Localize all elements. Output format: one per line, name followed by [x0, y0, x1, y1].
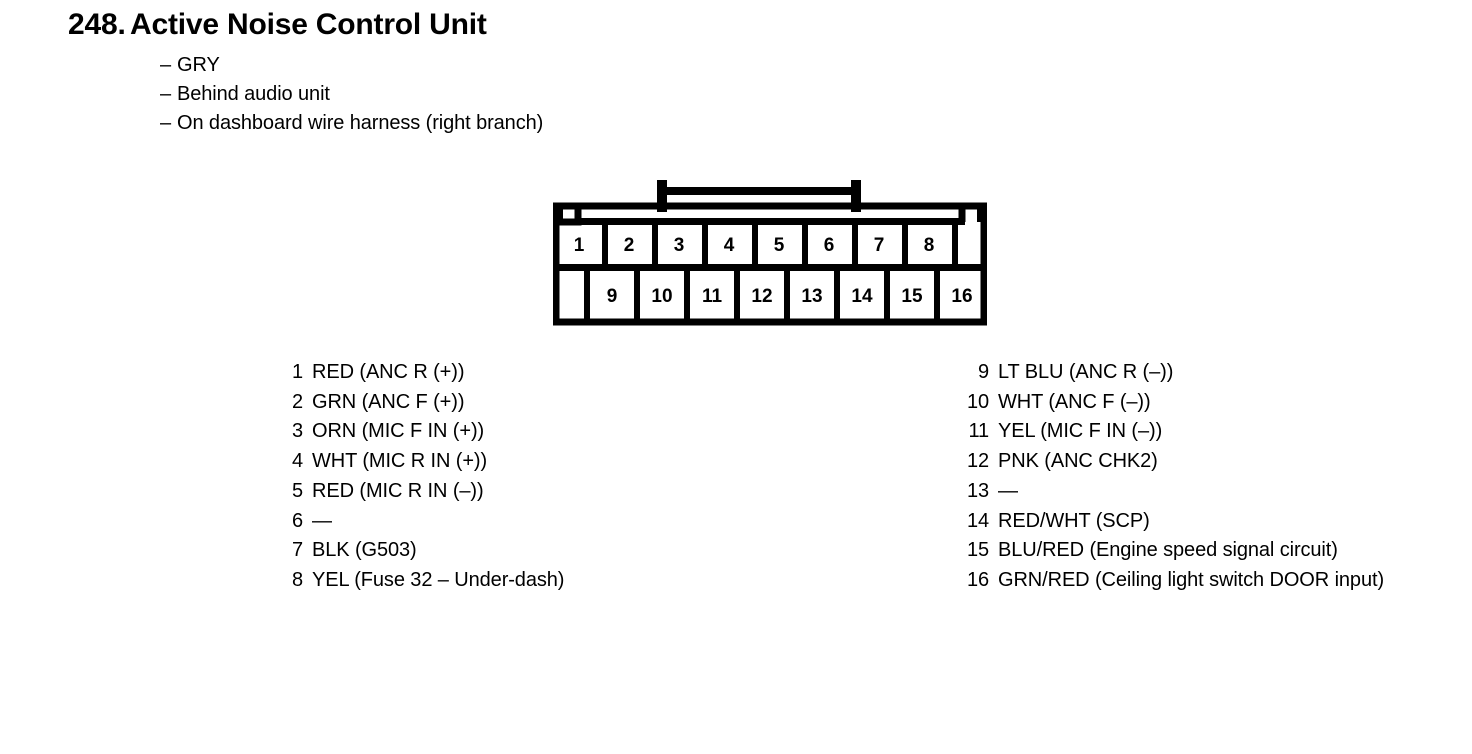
- bottom-row-dividers: [584, 268, 940, 319]
- pin-legend-left-column: 1 RED (ANC R (+)) 2 GRN (ANC F (+)) 3 OR…: [277, 358, 564, 596]
- pin-description: YEL (MIC F IN (–)): [998, 420, 1163, 443]
- pin-description: —: [312, 509, 332, 532]
- pin-description: LT BLU (ANC R (–)): [998, 361, 1174, 383]
- pin-number: 6: [291, 509, 303, 532]
- pin-legend-row: 14 RED/WHT (SCP): [963, 507, 1384, 537]
- row-divider: [556, 264, 984, 271]
- pin-description: RED (MIC R IN (–)): [312, 479, 484, 502]
- top-row-pin-numbers: 1 2 3 4 5 6 7 8: [574, 235, 935, 256]
- pin-number: 14: [966, 509, 989, 532]
- pin-number: 8: [291, 568, 303, 591]
- subtitle-text: Behind audio unit: [177, 83, 330, 105]
- heading-block: 248.Active Noise Control Unit –GRY –Behi…: [68, 6, 968, 138]
- pin-legend-row: 10 WHT (ANC F (–)): [963, 388, 1384, 418]
- pin-description: ORN (MIC F IN (+)): [312, 420, 485, 443]
- connector-svg: 1 2 3 4 5 6 7 8 9 10 11 12 13 14 15 16: [553, 180, 987, 326]
- pin-number: 7: [291, 539, 303, 562]
- connector-pin-2: 2: [624, 235, 635, 256]
- pin-description: WHT (MIC R IN (+)): [312, 450, 488, 473]
- latch-post-left: [657, 180, 667, 212]
- pin-description: GRN/RED (Ceiling light switch DOOR input…: [998, 568, 1384, 591]
- pin-legend-row: 9 LT BLU (ANC R (–)): [963, 358, 1384, 388]
- pin-legend-row: 5 RED (MIC R IN (–)): [277, 477, 564, 507]
- pin-legend-row: 1 RED (ANC R (+)): [277, 358, 564, 388]
- connector-pin-16: 16: [951, 286, 972, 307]
- connector-pin-1: 1: [574, 235, 585, 256]
- pin-legend-right-column: 9 LT BLU (ANC R (–)) 10 WHT (ANC F (–)) …: [963, 358, 1384, 596]
- pin-legend-row: 11 YEL (MIC F IN (–)): [963, 417, 1384, 447]
- pin-description: RED (ANC R (+)): [312, 361, 465, 383]
- top-row-dividers: [602, 221, 958, 267]
- pin-number: 1: [291, 361, 303, 383]
- pin-legend-row: 2 GRN (ANC F (+)): [277, 388, 564, 418]
- pin-legend-row: 12 PNK (ANC CHK2): [963, 447, 1384, 477]
- pin-description: —: [998, 479, 1018, 502]
- pin-description: RED/WHT (SCP): [998, 509, 1150, 532]
- connector-pin-7: 7: [874, 235, 885, 256]
- connector-pin-15: 15: [901, 286, 923, 307]
- pin-number: 13: [966, 479, 989, 502]
- connector-pin-12: 12: [751, 286, 772, 307]
- connector-pin-8: 8: [924, 235, 935, 256]
- notch-right-outline: [958, 202, 984, 222]
- subtitle-text: On dashboard wire harness (right branch): [177, 112, 544, 134]
- pin-legend-row: 13 —: [963, 477, 1384, 507]
- connector-pin-10: 10: [651, 286, 672, 307]
- pin-number: 3: [291, 420, 303, 443]
- subtitle-item: –Behind audio unit: [160, 80, 968, 109]
- page-title-number: 248.: [68, 8, 126, 41]
- pin-description: BLU/RED (Engine speed signal circuit): [998, 539, 1338, 562]
- pin-legend-row: 6 —: [277, 507, 564, 537]
- page-title-text: Active Noise Control Unit: [130, 8, 487, 41]
- subtitle-dash: –: [160, 83, 172, 105]
- pin-legend-row: 7 BLK (G503): [277, 536, 564, 566]
- pin-legend-row: 16 GRN/RED (Ceiling light switch DOOR in…: [963, 566, 1384, 596]
- bottom-row-pin-numbers: 9 10 11 12 13 14 15 16: [607, 286, 973, 307]
- page-title: 248.Active Noise Control Unit: [68, 6, 968, 44]
- connector-pin-4: 4: [724, 235, 735, 256]
- connector-diagram: 1 2 3 4 5 6 7 8 9 10 11 12 13 14 15 16: [553, 176, 987, 328]
- connector-outline: [553, 180, 987, 326]
- subtitle-item: –GRY: [160, 51, 968, 80]
- subtitle-list: –GRY –Behind audio unit –On dashboard wi…: [160, 51, 968, 138]
- connector-pin-14: 14: [851, 286, 873, 307]
- pin-number: 12: [966, 450, 989, 473]
- pin-description: WHT (ANC F (–)): [998, 390, 1151, 413]
- pin-number: 15: [966, 539, 989, 562]
- pin-description: YEL (Fuse 32 – Under-dash): [312, 568, 565, 591]
- latch-crossbar: [657, 187, 861, 195]
- subtitle-dash: –: [160, 54, 172, 76]
- notch-left-outline: [556, 202, 582, 222]
- pin-number: 9: [977, 361, 989, 383]
- connector-pin-6: 6: [824, 235, 835, 256]
- pin-description: GRN (ANC F (+)): [312, 390, 465, 413]
- connector-pin-13: 13: [801, 286, 822, 307]
- connector-pin-11: 11: [702, 286, 723, 307]
- pin-number: 10: [966, 390, 989, 413]
- pin-legend: 1 RED (ANC R (+)) 2 GRN (ANC F (+)) 3 OR…: [0, 358, 1472, 598]
- connector-pin-5: 5: [774, 235, 785, 256]
- pin-number: 2: [291, 390, 303, 413]
- pin-number: 11: [968, 420, 989, 443]
- subtitle-text: GRY: [177, 54, 220, 76]
- pin-number: 4: [291, 450, 303, 473]
- pin-legend-row: 15 BLU/RED (Engine speed signal circuit): [963, 536, 1384, 566]
- pin-legend-row: 8 YEL (Fuse 32 – Under-dash): [277, 566, 564, 596]
- subtitle-item: –On dashboard wire harness (right branch…: [160, 109, 968, 138]
- subtitle-dash: –: [160, 112, 172, 134]
- top-rail: [575, 218, 965, 225]
- pin-number: 5: [291, 479, 303, 502]
- pin-legend-row: 3 ORN (MIC F IN (+)): [277, 417, 564, 447]
- pin-number: 16: [966, 568, 989, 591]
- pin-description: PNK (ANC CHK2): [998, 450, 1158, 473]
- pin-description: BLK (G503): [312, 539, 417, 562]
- pin-legend-row: 4 WHT (MIC R IN (+)): [277, 447, 564, 477]
- connector-pin-9: 9: [607, 286, 618, 307]
- connector-pin-3: 3: [674, 235, 685, 256]
- latch-post-right: [851, 180, 861, 212]
